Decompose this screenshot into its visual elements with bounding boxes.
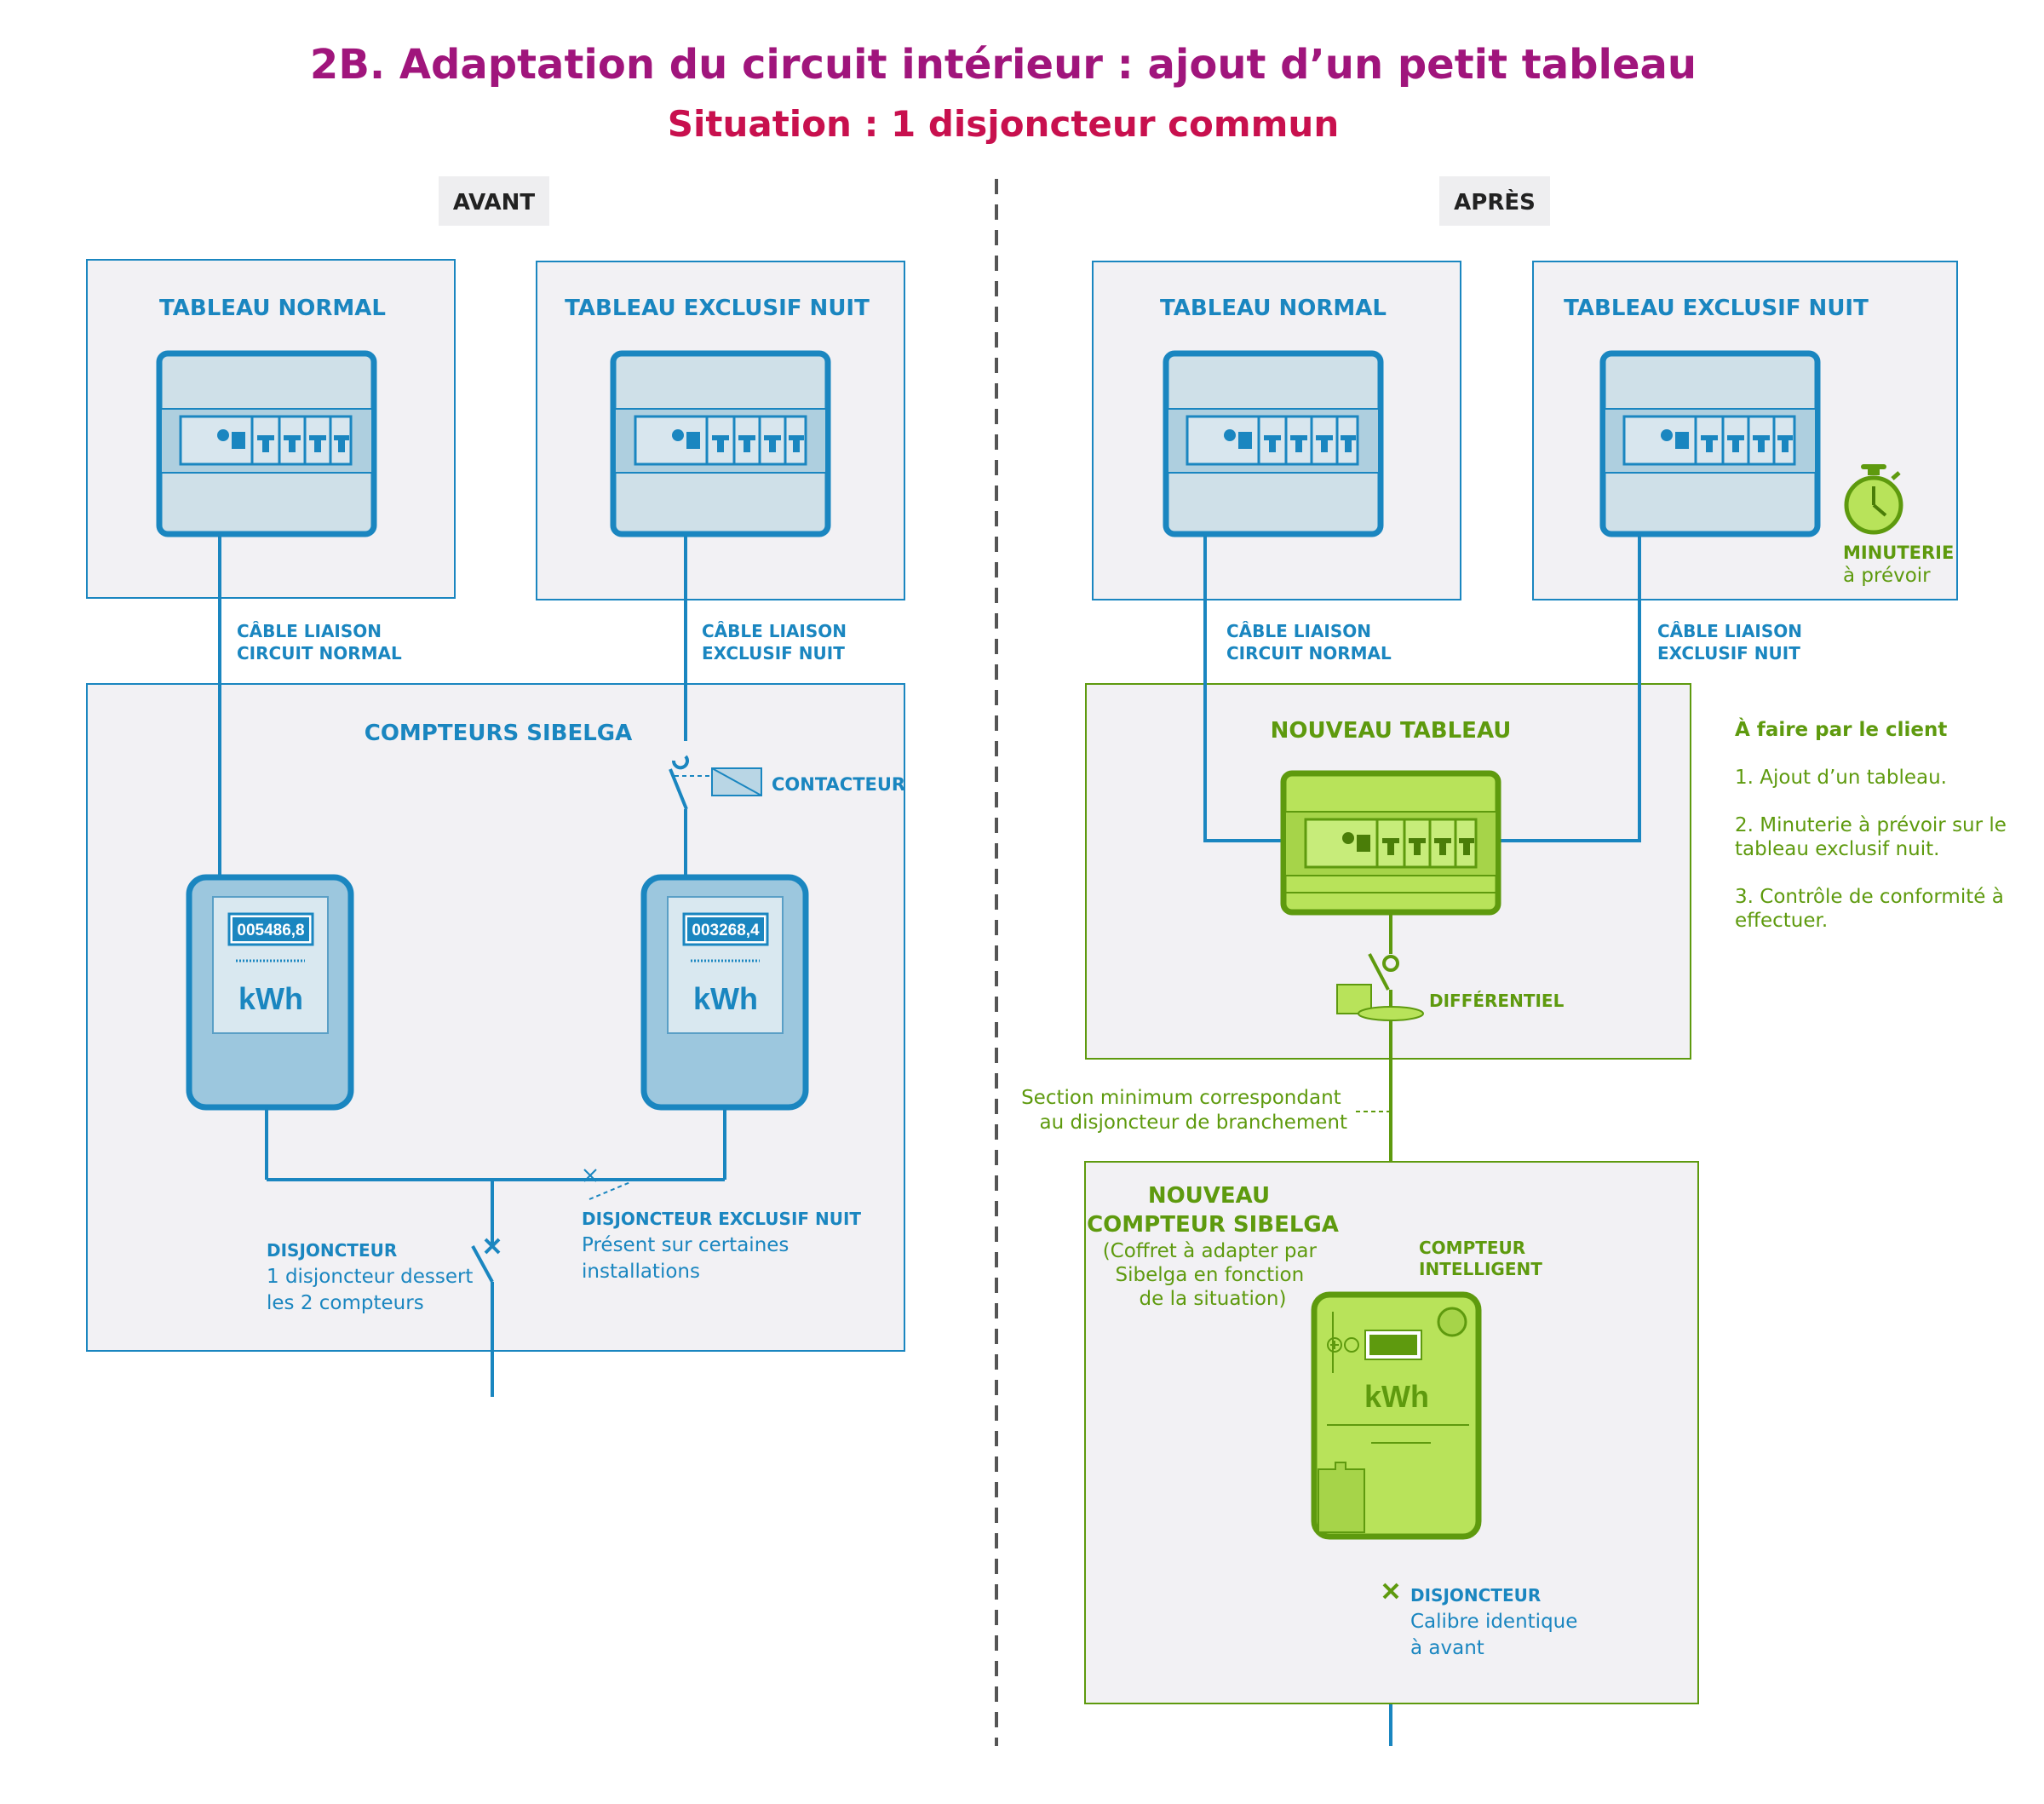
disjoncteur-nuit-symbol	[583, 1169, 631, 1200]
client-step-2: 2. Minuterie à prévoir sur le tableau ex…	[1735, 814, 2012, 860]
differentiel-symbol	[1336, 955, 1424, 1021]
avant-tableau-normal-label: TABLEAU NORMAL	[159, 296, 386, 321]
avant-tableau-normal-box	[156, 350, 377, 537]
avant-cable-normal-label: CÂBLE LIAISON CIRCUIT NORMAL	[237, 621, 402, 664]
apres-disjoncteur-desc: Calibre identique à avant	[1410, 1611, 1584, 1659]
apres-tableau-nuit-box	[1599, 350, 1821, 537]
minuterie-label: MINUTERIE à prévoir	[1843, 543, 1960, 587]
apres-cable-normal-label: CÂBLE LIAISON CIRCUIT NORMAL	[1226, 621, 1392, 664]
avant-disjoncteur-desc: 1 disjoncteur dessert les 2 compteurs	[267, 1266, 479, 1314]
meter-nuit-unit: kWh	[693, 981, 758, 1016]
nouveau-compteur-label: NOUVEAU COMPTEUR SIBELGA	[1087, 1183, 1339, 1238]
apres-cable-nuit-label: CÂBLE LIAISON EXCLUSIF NUIT	[1657, 621, 1808, 664]
stopwatch-icon	[1844, 464, 1903, 535]
meter-normal-reading: 005486,8	[237, 922, 304, 939]
section-note: Section minimum correspondant au disjonc…	[1021, 1087, 1347, 1134]
avant-tag: AVANT	[453, 190, 536, 215]
apres-disjoncteur-title: DISJONCTEUR	[1410, 1585, 1541, 1606]
meter-nuit	[640, 874, 809, 1111]
coffret-note: (Coffret à adapter par Sibelga en foncti…	[1103, 1240, 1323, 1310]
smart-meter	[1311, 1291, 1482, 1540]
disjoncteur-nuit-title: DISJONCTEUR EXCLUSIF NUIT	[582, 1209, 861, 1229]
apres-disjoncteur-symbol	[1382, 1583, 1399, 1600]
avant-wires	[218, 534, 726, 1397]
contacteur-symbol	[672, 755, 762, 796]
client-todo-title: À faire par le client	[1735, 717, 1947, 741]
apres-tag-box	[1439, 176, 1550, 226]
avant-cable-nuit-label: CÂBLE LIAISON EXCLUSIF NUIT	[702, 621, 853, 664]
page-subtitle: Situation : 1 disjoncteur commun	[668, 103, 1339, 145]
avant-tableau-nuit-box	[610, 350, 831, 537]
avant-tableau-nuit-label: TABLEAU EXCLUSIF NUIT	[565, 296, 870, 321]
apres-tableau-normal-label: TABLEAU NORMAL	[1160, 296, 1387, 321]
client-step-1: 1. Ajout d’un tableau.	[1735, 767, 1947, 789]
smart-meter-unit: kWh	[1364, 1379, 1429, 1414]
meter-normal-unit: kWh	[238, 981, 303, 1016]
contacteur-label: CONTACTEUR	[772, 774, 905, 795]
disjoncteur-nuit-desc: Présent sur certaines installations	[582, 1234, 795, 1283]
differentiel-label: DIFFÉRENTIEL	[1429, 991, 1565, 1011]
meter-nuit-reading: 003268,4	[692, 922, 760, 939]
client-step-3: 3. Contrôle de conformité à effectuer.	[1735, 886, 2010, 932]
avant-compteurs-label: COMPTEURS SIBELGA	[365, 721, 633, 746]
avant-tag-box	[439, 176, 549, 226]
page-title: 2B. Adaptation du circuit intérieur : aj…	[310, 41, 1697, 89]
meter-normal	[186, 874, 354, 1111]
avant-disjoncteur-symbol	[484, 1238, 501, 1255]
apres-tableau-nuit-label: TABLEAU EXCLUSIF NUIT	[1564, 296, 1869, 321]
nouveau-tableau-label: NOUVEAU TABLEAU	[1271, 718, 1512, 744]
nouveau-tableau-box	[1280, 770, 1501, 916]
apres-tag: APRÈS	[1454, 188, 1536, 215]
avant-disjoncteur-title: DISJONCTEUR	[267, 1240, 397, 1261]
apres-tableau-normal-box	[1163, 350, 1384, 537]
compteur-intelligent-label: COMPTEUR INTELLIGENT	[1419, 1238, 1542, 1279]
